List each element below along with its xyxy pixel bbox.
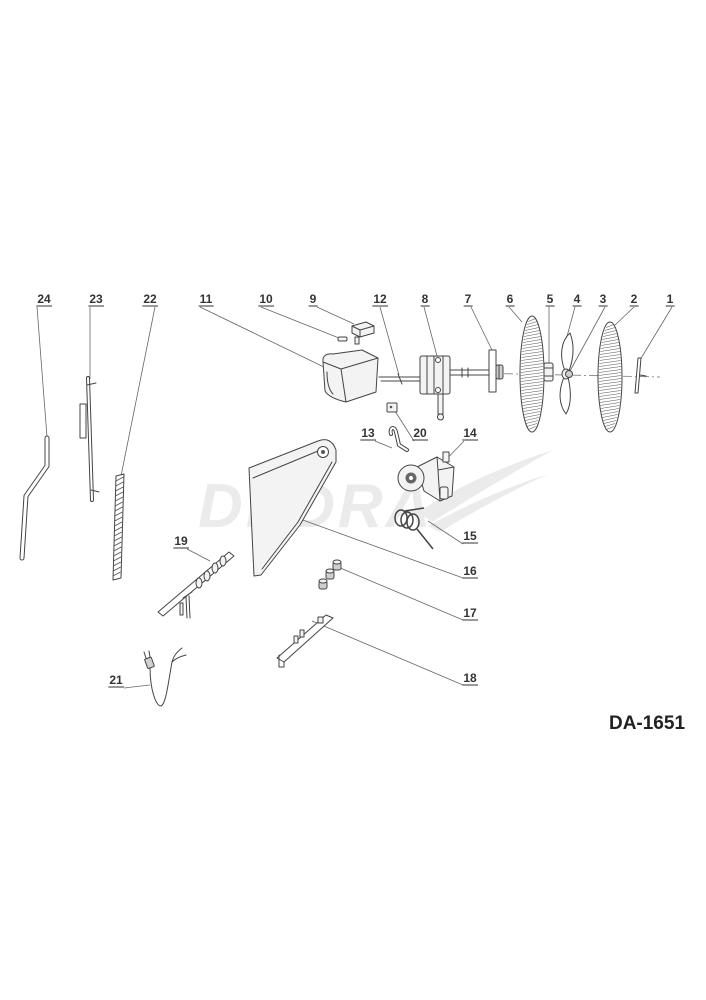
callout-21: 21 <box>109 673 123 687</box>
leader-line-2 <box>613 306 635 327</box>
leader-line-18 <box>311 620 464 686</box>
part-8-motor <box>419 355 491 421</box>
callout-9: 9 <box>310 292 317 306</box>
leader-line-9 <box>316 306 355 325</box>
part-6-rear-grille <box>519 315 545 433</box>
part-14-gearbox <box>397 451 455 502</box>
callout-16: 16 <box>463 564 477 578</box>
part-3-spinner <box>565 370 573 378</box>
part-24-stand-rod <box>19 435 50 561</box>
leader-line-21 <box>123 684 151 689</box>
leader-line-6 <box>508 306 523 323</box>
leader-line-17 <box>337 566 464 621</box>
part-18-base-plate <box>276 614 334 668</box>
callout-1: 1 <box>667 292 674 306</box>
callout-14: 14 <box>463 426 477 440</box>
callout-7: 7 <box>465 292 472 306</box>
leader-line-13 <box>374 440 393 449</box>
leader-line-15 <box>427 520 464 545</box>
part-15-spring <box>394 507 434 550</box>
callout-6: 6 <box>507 292 514 306</box>
leader-line-11 <box>199 306 327 369</box>
assembly-axis-line <box>469 372 661 378</box>
part-22-grille-strip <box>112 473 125 581</box>
leader-line-22 <box>120 306 156 477</box>
callout-5: 5 <box>547 292 554 306</box>
part-7-mounting-plate <box>488 349 504 393</box>
leader-line-24 <box>36 306 48 438</box>
callout-22: 22 <box>143 292 157 306</box>
callout-17: 17 <box>463 606 477 620</box>
leader-line-7 <box>470 306 493 351</box>
part-1-front-emblem <box>634 357 647 394</box>
callout-12: 12 <box>373 292 387 306</box>
callout-20: 20 <box>413 426 427 440</box>
part-19-switch-panel <box>157 551 235 619</box>
callout-18: 18 <box>463 671 477 685</box>
part-9-switch-box <box>351 321 375 345</box>
leader-line-12 <box>379 306 400 376</box>
leader-line-16 <box>299 518 464 579</box>
part-12-shaft <box>378 373 422 385</box>
part-11-motor-housing <box>322 349 379 403</box>
knob <box>325 568 335 580</box>
callout-19: 19 <box>174 534 188 548</box>
leader-line-3 <box>569 306 606 372</box>
leader-line-20 <box>394 410 415 442</box>
callout-23: 23 <box>89 292 103 306</box>
callout-13: 13 <box>361 426 375 440</box>
leader-line-4 <box>565 306 576 341</box>
part-13-clip <box>388 426 409 452</box>
callout-8: 8 <box>422 292 429 306</box>
part-21-power-cord <box>143 647 187 707</box>
leader-line-1 <box>639 306 673 361</box>
callout-24: 24 <box>37 292 51 306</box>
model-number: DA-1651 <box>609 713 685 734</box>
leader-lines <box>36 306 673 689</box>
callout-labels: 24 23 22 11 10 9 12 8 7 6 5 4 3 2 1 13 2… <box>36 292 675 688</box>
leader-line-19 <box>186 548 211 562</box>
callout-11: 11 <box>200 292 213 306</box>
callout-10: 10 <box>259 292 273 306</box>
part-20-block <box>386 402 398 413</box>
watermark-swoosh-lower <box>428 474 548 532</box>
callout-4: 4 <box>574 292 581 306</box>
callout-2: 2 <box>631 292 638 306</box>
callout-3: 3 <box>600 292 607 306</box>
callout-15: 15 <box>463 529 477 543</box>
leader-line-10 <box>260 306 340 339</box>
part-23-bracket <box>79 376 100 502</box>
part-16-side-bracket <box>248 439 337 577</box>
part-2-front-grille <box>597 321 623 433</box>
knob <box>332 559 342 571</box>
knob <box>318 578 328 590</box>
part-17-knobs <box>318 559 342 590</box>
watermark-swoosh-upper <box>418 450 553 522</box>
leader-line-8 <box>423 306 438 357</box>
part-10-pin <box>337 336 348 342</box>
part-5-nut <box>543 362 554 382</box>
